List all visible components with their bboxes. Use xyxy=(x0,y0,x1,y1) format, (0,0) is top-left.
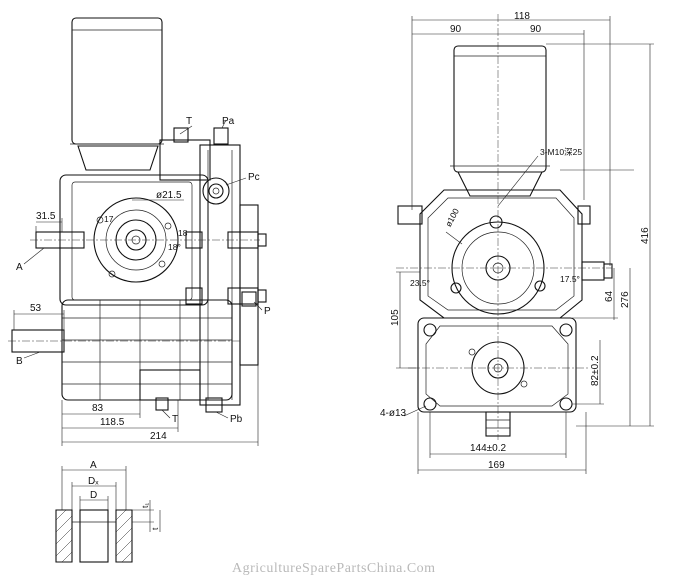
pc-port xyxy=(202,177,230,205)
detail-label-t: t xyxy=(150,527,160,530)
right-filter-canister xyxy=(453,45,547,173)
detail-label-d: D xyxy=(90,490,97,501)
label-port-pc: Pc xyxy=(248,172,260,183)
dim-118-5: 118.5 xyxy=(100,417,125,428)
label-port-t-top: T xyxy=(186,116,192,127)
mount-hole-br xyxy=(559,397,573,411)
dim-phi100: ø100 xyxy=(443,206,461,228)
dim-144: 144±0.2 xyxy=(470,443,507,454)
left-lower-housing xyxy=(61,299,233,401)
dim-276: 276 xyxy=(620,291,631,308)
right-view-labels: 118 90 90 3-M10深25 ø100 23.5° 17.5° 105 … xyxy=(380,11,651,471)
left-valve-body xyxy=(199,144,241,406)
dim-angle-17: 17 xyxy=(104,214,114,224)
mount-hole-tr xyxy=(559,323,573,337)
mount-hole-bl xyxy=(423,397,437,411)
shaft-detail-view xyxy=(55,466,161,563)
mount-hole-tl xyxy=(423,323,437,337)
label-port-pa: Pa xyxy=(222,116,235,127)
dim-416: 416 xyxy=(640,227,651,244)
dim-phi21-5: ø21.5 xyxy=(156,190,182,201)
label-shaft-a: A xyxy=(16,262,23,273)
left-side-view xyxy=(8,17,267,446)
dim-118: 118 xyxy=(514,11,530,22)
dim-105: 105 xyxy=(390,309,401,326)
dim-angle-17-5: 17.5° xyxy=(560,274,580,284)
left-filter-canister xyxy=(71,17,163,145)
dim-82: 82±0.2 xyxy=(590,355,601,386)
right-front-view xyxy=(396,14,654,474)
watermark-text: AgricultureSparePartsChina.Com xyxy=(232,561,436,576)
detail-label-a: A xyxy=(90,460,97,471)
label-shaft-b: B xyxy=(16,356,23,367)
label-port-p: P xyxy=(264,306,271,317)
dim-214: 214 xyxy=(150,431,167,442)
dim-90-right: 90 xyxy=(530,24,542,35)
right-upper-housing xyxy=(419,189,583,319)
label-port-pb: Pb xyxy=(230,414,243,425)
dim-angle-18b: 18° xyxy=(168,242,181,252)
dim-angle-23-5: 23.5° xyxy=(410,278,430,288)
dim-90-left: 90 xyxy=(450,24,462,35)
left-view-labels: T Pa Pc P T Pb A B 31.5 53 83 118.5 214 … xyxy=(16,116,271,442)
detail-label-t1: t₁ xyxy=(140,503,150,508)
right-lower-flange xyxy=(417,317,577,413)
detail-label-dx: Dₓ xyxy=(88,476,99,487)
dim-holes: 4-ø13 xyxy=(380,408,407,419)
left-top-block xyxy=(159,139,211,181)
dim-angle-18a: 18 xyxy=(178,228,188,238)
dim-31-5: 31.5 xyxy=(36,211,56,222)
dim-64: 64 xyxy=(604,290,615,302)
dim-53: 53 xyxy=(30,303,42,314)
label-port-t-bottom: T xyxy=(172,414,178,425)
dim-thread: 3-M10深25 xyxy=(540,147,582,157)
dim-83: 83 xyxy=(92,403,104,414)
dim-169: 169 xyxy=(488,460,505,471)
shaft-detail-labels: A Dₓ D t₁ t xyxy=(88,460,160,530)
